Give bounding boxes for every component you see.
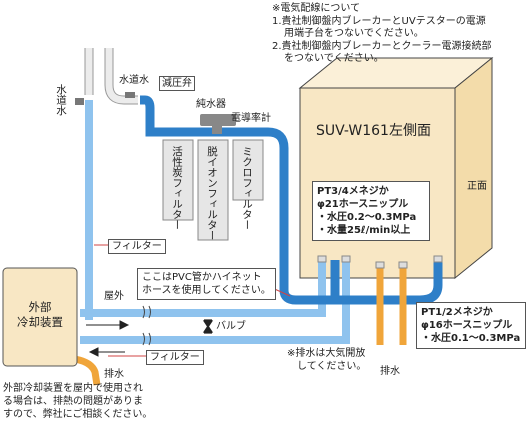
filter-micro-housing	[232, 139, 264, 201]
external-cooler-label-1: 外部	[28, 300, 52, 314]
pvc-note-line-1: ここはPVC管かハイネット	[142, 272, 262, 283]
conductivity-label: 電導率計	[231, 113, 271, 124]
external-cooler-label-2: 冷却装置	[17, 315, 63, 329]
notes-item-1: 1.貴社制御盤内ブレーカーとUVテスターの電源	[272, 15, 486, 27]
filter-deion-label: 脱イオンフィルター	[206, 146, 218, 241]
notes-item-1-cont: 用端子台をつないでください。	[284, 28, 424, 39]
pvc-note-line-2: ホースを使用してください。	[142, 285, 271, 296]
drain-label-cooler: 排水	[104, 369, 124, 380]
external-cooler-label: 外部 冷却装置	[3, 300, 77, 330]
drain-note-line-1: ※排水は大気開放	[287, 348, 366, 359]
outlet-spec-line-2: φ16ホースニップル	[421, 320, 513, 331]
cooler-return-pipe	[80, 260, 350, 344]
inlet-spec-line-1: PT3/4メネジか	[317, 186, 389, 197]
pvc-note: ここはPVC管かハイネット ホースを使用してください。	[137, 268, 276, 300]
external-cooler-box	[2, 267, 78, 367]
notes-title: ※電気配線について	[272, 3, 361, 14]
unit-box	[298, 56, 494, 280]
valve-label: バルブ	[216, 321, 246, 332]
filter-label-2: フィルター	[146, 350, 204, 365]
tap-water-pipes	[84, 48, 138, 105]
cooler-supply-pipe	[80, 260, 326, 317]
purifier-pipe	[140, 95, 340, 305]
filter-label-1: フィルター	[108, 239, 166, 254]
filter-carbon-housing	[162, 139, 194, 221]
inlet-spec-line-4: ・水量25ℓ/min以上	[317, 225, 411, 236]
notes-item-2-cont: をつないでください。	[284, 53, 384, 64]
filter-micro-label: ミクロフィルター	[241, 146, 253, 230]
electrical-notes: ※電気配線について 1.貴社制御盤内ブレーカーとUVテスターの電源 用端子台をつ…	[272, 3, 492, 66]
bottom-note: 外部冷却装置を屋内で使用され る場合は、排熱の問題がありま すので、弊社にご相談…	[3, 382, 152, 421]
pressure-valve-icon	[125, 92, 135, 98]
outdoor-label: 屋外	[104, 291, 124, 302]
filter-deion-housing	[197, 139, 229, 241]
outlet-spec-line-1: PT1/2メネジか	[421, 307, 493, 318]
outlet-pipe	[296, 260, 443, 305]
front-label: 正面	[467, 181, 487, 192]
tap-water-label-top: 水道水	[119, 75, 149, 86]
valve-icon	[202, 319, 214, 334]
bottom-note-line-3: すので、弊社にご相談ください。	[3, 409, 153, 420]
unit-title: SUV-W161左側面	[316, 123, 431, 139]
inlet-spec-line-3: ・水圧0.2～0.3MPa	[317, 212, 417, 223]
tap-valve-left-icon	[75, 98, 84, 105]
outlet-spec-line-3: ・水圧0.1～0.3MPa	[421, 333, 521, 344]
drain-note: ※排水は大気開放 してください。	[287, 347, 366, 373]
bottom-note-line-2: る場合は、排熱の問題がありま	[3, 396, 143, 407]
purifier-label: 純水器	[196, 99, 226, 110]
outlet-spec-box: PT1/2メネジか φ16ホースニップル ・水圧0.1～0.3MPa	[416, 302, 526, 349]
inlet-spec-box: PT3/4メネジか φ21ホースニップル ・水圧0.2～0.3MPa ・水量25…	[312, 181, 430, 241]
filter-carbon-label: 活性炭フィルター	[171, 146, 183, 230]
bottom-note-line-1: 外部冷却装置を屋内で使用され	[3, 383, 143, 394]
notes-item-2: 2.貴社制御盤内ブレーカーとクーラー電源接続部	[272, 40, 492, 52]
drain-label-unit: 排水	[380, 366, 400, 377]
tap-water-label-left: 水道水	[55, 84, 67, 116]
conductivity-meter-icon	[200, 114, 236, 126]
inlet-spec-line-2: φ21ホースニップル	[317, 199, 409, 210]
drain-note-line-2: してください。	[297, 361, 367, 372]
pressure-valve-label: 減圧弁	[159, 76, 195, 91]
